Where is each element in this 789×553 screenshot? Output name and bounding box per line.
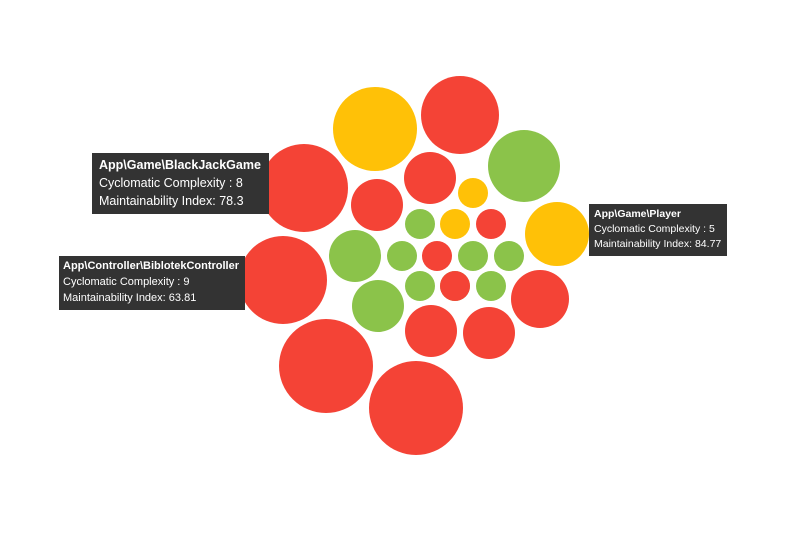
bubble-red[interactable]: [476, 209, 506, 239]
bubble-red[interactable]: [279, 319, 373, 413]
bubble-yellow[interactable]: [333, 87, 417, 171]
tooltip-title: App\Game\BlackJackGame: [99, 158, 261, 172]
tooltip-cyclomatic-complexity: Cyclomatic Complexity : 8: [99, 176, 243, 191]
bubble-green[interactable]: [494, 241, 524, 271]
bubble-red[interactable]: [421, 76, 499, 154]
bubble-red[interactable]: [260, 144, 348, 232]
bubble-red[interactable]: [239, 236, 327, 324]
bubble-yellow[interactable]: [458, 178, 488, 208]
tooltip-blackjackgame: App\Game\BlackJackGame Cyclomatic Comple…: [92, 153, 269, 215]
bubble-green[interactable]: [405, 209, 435, 239]
bubble-red[interactable]: [422, 241, 452, 271]
bubble-yellow[interactable]: [440, 209, 470, 239]
tooltip-maintainability-index: Maintainability Index: 63.81: [63, 291, 197, 304]
tooltip-maintainability-index: Maintainability Index: 84.77: [594, 238, 722, 251]
bubble-red[interactable]: [463, 307, 515, 359]
tooltip-title: App\Game\Player: [594, 208, 681, 220]
bubble-green[interactable]: [476, 271, 506, 301]
bubble-red[interactable]: [511, 270, 569, 328]
bubble-green[interactable]: [405, 271, 435, 301]
bubble-green[interactable]: [387, 241, 417, 271]
tooltip-title: App\Controller\BiblotekController: [63, 260, 239, 272]
bubble-green[interactable]: [352, 280, 404, 332]
tooltip-cyclomatic-complexity: Cyclomatic Complexity : 5: [594, 223, 715, 236]
bubble-red[interactable]: [369, 361, 463, 455]
bubble-green[interactable]: [488, 130, 560, 202]
bubble-green[interactable]: [458, 241, 488, 271]
tooltip-maintainability-index: Maintainability Index: 78.3: [99, 194, 244, 209]
bubble-red[interactable]: [351, 179, 403, 231]
tooltip-biblotekcontroller: App\Controller\BiblotekController Cyclom…: [59, 256, 245, 310]
bubble-red[interactable]: [404, 152, 456, 204]
tooltip-player: App\Game\Player Cyclomatic Complexity : …: [589, 204, 728, 256]
bubble-green[interactable]: [329, 230, 381, 282]
bubble-red[interactable]: [440, 271, 470, 301]
bubble-yellow[interactable]: [525, 202, 589, 266]
bubble-red[interactable]: [405, 305, 457, 357]
tooltip-cyclomatic-complexity: Cyclomatic Complexity : 9: [63, 275, 190, 288]
